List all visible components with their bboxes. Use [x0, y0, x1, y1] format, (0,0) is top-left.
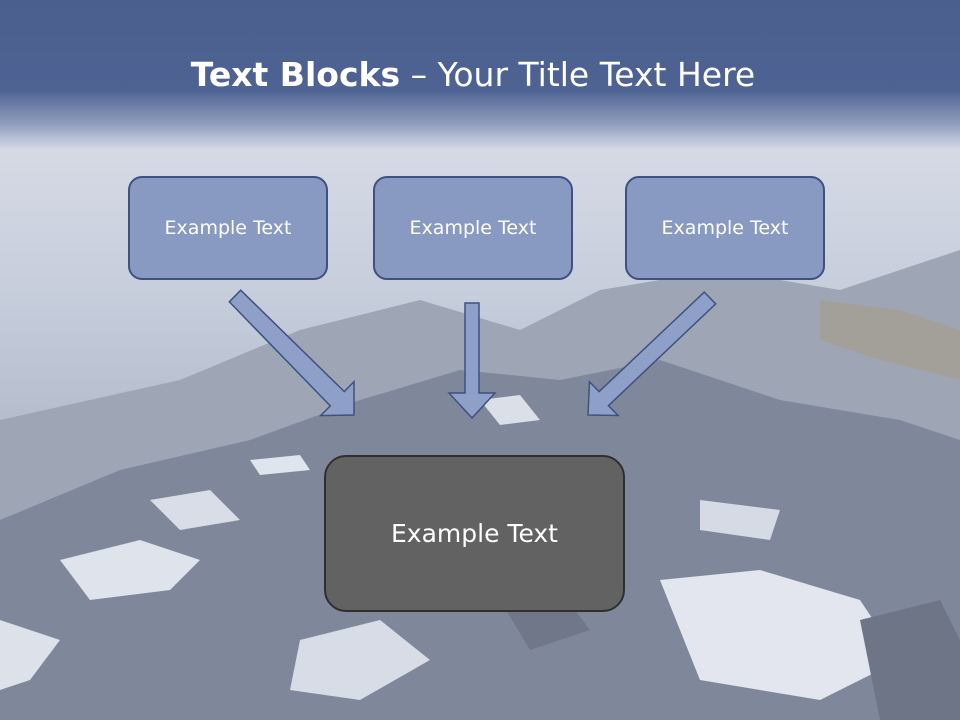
main-text-block[interactable]: Example Text — [324, 455, 625, 612]
title-bar — [0, 0, 960, 150]
text-block-3-label: Example Text — [661, 217, 789, 239]
text-block-1-label: Example Text — [164, 217, 292, 239]
text-block-2-label: Example Text — [409, 217, 537, 239]
main-text-block-label: Example Text — [391, 519, 558, 548]
title-text: Your Title Text Here — [437, 55, 756, 94]
text-block-1[interactable]: Example Text — [128, 176, 328, 280]
text-block-3[interactable]: Example Text — [625, 176, 825, 280]
title-bold: Text Blocks — [190, 55, 401, 94]
slide-title: Text Blocks – Your Title Text Here — [0, 50, 946, 100]
title-separator: – — [400, 55, 438, 94]
text-block-2[interactable]: Example Text — [373, 176, 573, 280]
